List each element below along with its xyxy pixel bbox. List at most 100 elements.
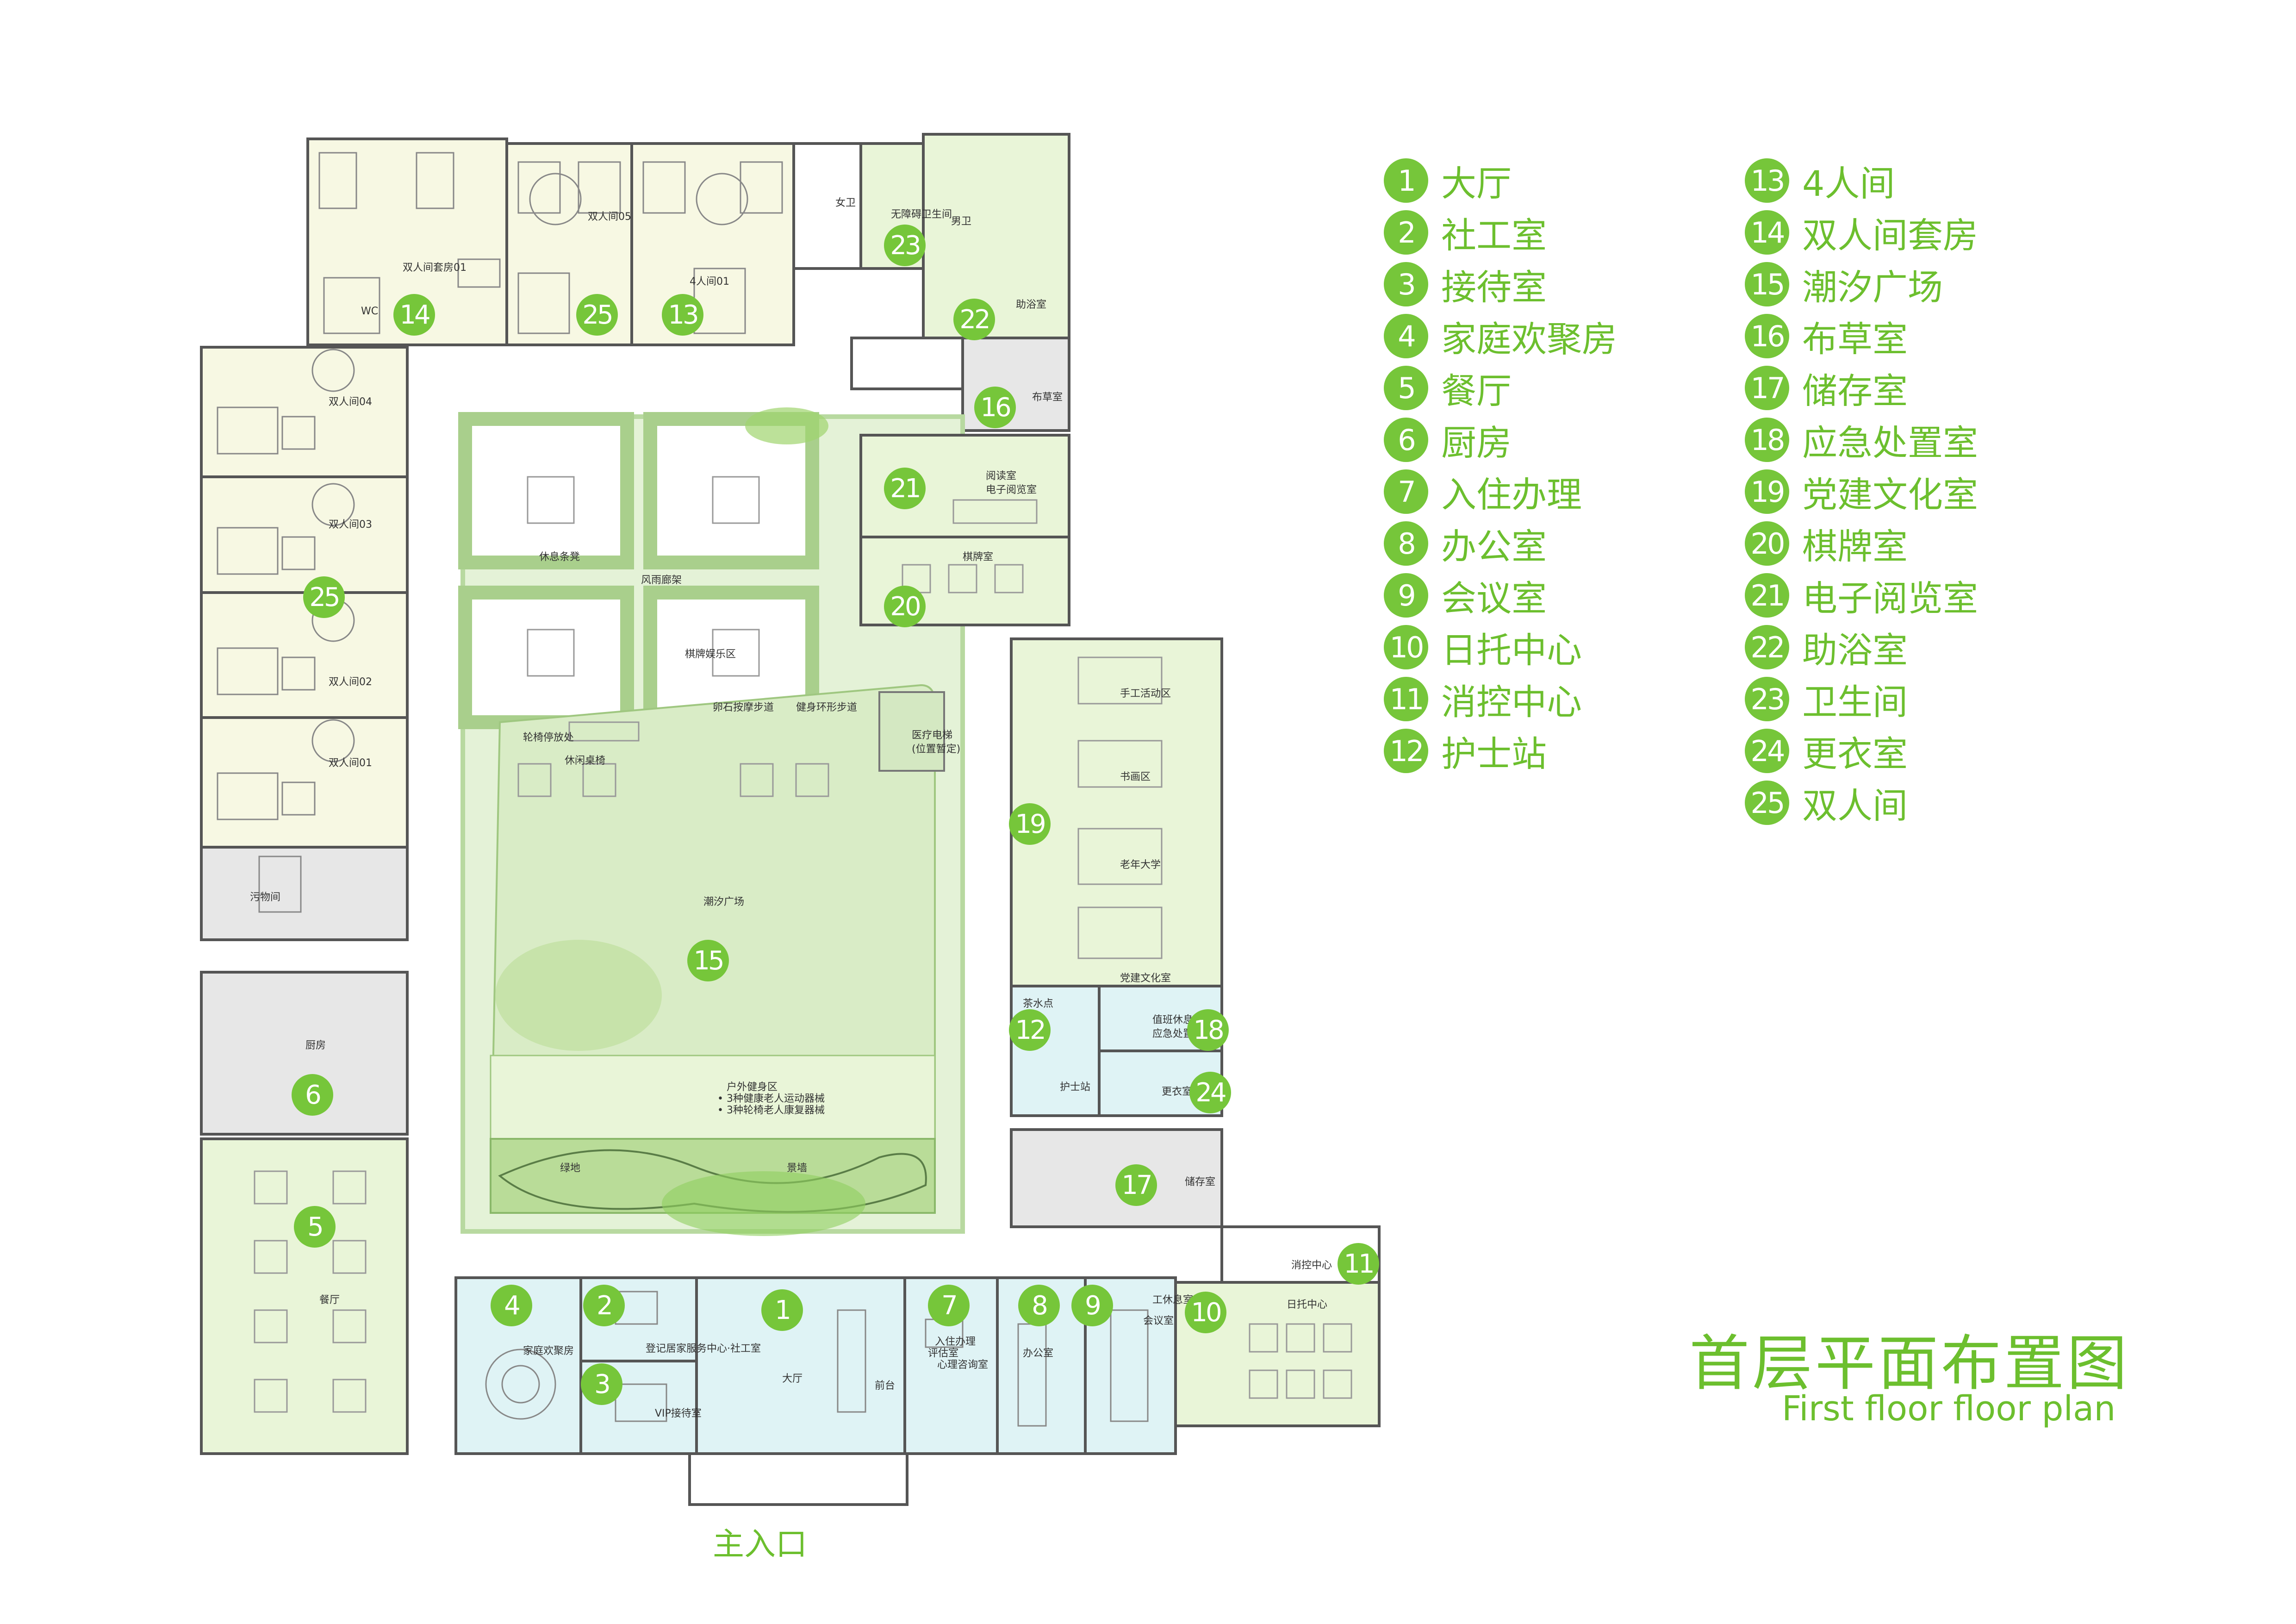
legend-number-badge: 17 — [1745, 366, 1789, 410]
legend-label: 家庭欢聚房 — [1441, 319, 1617, 360]
legend-number-badge: 15 — [1745, 262, 1789, 306]
outdoor-fitness — [490, 1055, 936, 1140]
courtyard — [458, 407, 965, 1236]
legend-label: 日托中心 — [1441, 630, 1582, 671]
room-label-hall: 大厅 — [782, 1373, 803, 1385]
legend-item: 22 助浴室 — [1745, 622, 1908, 673]
room-label-double01: 双人间01 — [329, 757, 372, 769]
tree-canopy-2 — [662, 1171, 865, 1236]
plan-marker-11: 11 — [1338, 1243, 1379, 1285]
room-label-craft: 手工活动区 — [1120, 688, 1171, 700]
room-label-reading: 阅读室 — [986, 470, 1017, 482]
room-dining — [200, 1137, 409, 1455]
legend-label: 双人间套房 — [1802, 215, 1978, 256]
legend-number-badge: 19 — [1745, 469, 1789, 514]
legend-number-badge: 9 — [1384, 573, 1428, 618]
plan-title: 首层平面布置图 — [1689, 1328, 2130, 1399]
plan-marker-23: 23 — [884, 225, 926, 266]
legend-number-badge: 8 — [1384, 521, 1428, 566]
room-label-senior_uni: 老年大学 — [1120, 859, 1161, 871]
room-label-female: 女卫 — [835, 197, 856, 209]
room-label-rest_bench: 休息条凳 — [539, 551, 580, 563]
legend-label: 入住办理 — [1441, 474, 1582, 515]
legend-number-badge: 23 — [1745, 677, 1789, 721]
plan-subtitle: First floor floor plan — [1782, 1389, 2116, 1429]
legend-label: 卫生间 — [1802, 681, 1908, 723]
legend-item: 15 潮汐广场 — [1745, 259, 1943, 310]
room-label-fit_note1: • 3种健康老人运动器械 — [717, 1093, 825, 1105]
room-label-greenland: 绿地 — [560, 1162, 581, 1174]
room-label-office: 办公室 — [1023, 1348, 1054, 1359]
plan-marker-25: 25 — [303, 576, 345, 618]
room-label-linen: 布草室 — [1032, 392, 1063, 403]
entrance-porch — [688, 1452, 908, 1506]
room-label-chess: 棋牌室 — [963, 551, 994, 563]
room-label-vip: VIP接待室 — [655, 1408, 702, 1419]
room-label-party: 党建文化室 — [1120, 973, 1171, 984]
room-label-double02: 双人间02 — [329, 676, 372, 688]
legend-number-badge: 22 — [1745, 625, 1789, 669]
courtyard-furniture — [517, 476, 829, 797]
legend-label: 大厅 — [1441, 163, 1512, 204]
legend-number-badge: 2 — [1384, 210, 1428, 255]
legend-number-badge: 13 — [1745, 158, 1789, 203]
plan-marker-13: 13 — [662, 294, 703, 336]
legend-label: 消控中心 — [1441, 681, 1582, 723]
pavilion-nw — [458, 412, 634, 569]
legend-number-badge: 3 — [1384, 262, 1428, 306]
room-label-accessible: 无障碍卫生间 — [891, 209, 952, 220]
legend-label: 更衣室 — [1802, 733, 1908, 775]
room-label-register: 登记居家服务中心·社工室 — [646, 1343, 761, 1355]
west-furniture — [217, 349, 355, 913]
room-label-calligraphy: 书画区 — [1120, 771, 1151, 783]
plan-marker-15: 15 — [687, 940, 729, 981]
room-label-counsel: 心理咨询室 — [937, 1359, 989, 1371]
room-label-wc: WC — [361, 306, 379, 317]
plan-marker-25: 25 — [576, 294, 618, 336]
walk-loop — [498, 1149, 927, 1213]
legend-item: 23 卫生间 — [1745, 674, 1908, 725]
room-label-locker: 更衣室 — [1162, 1086, 1193, 1098]
legend-label: 潮汐广场 — [1802, 267, 1943, 308]
room-label-fire: 消控中心 — [1291, 1260, 1332, 1271]
room-nurse — [1010, 985, 1101, 1117]
legend-label: 储存室 — [1802, 370, 1908, 412]
plan-marker-4: 4 — [491, 1285, 532, 1326]
room-label-water: 景墙 — [787, 1162, 808, 1174]
plan-marker-16: 16 — [974, 387, 1016, 428]
legend-item: 10 日托中心 — [1384, 622, 1582, 673]
legend-label: 助浴室 — [1802, 630, 1908, 671]
room-checkin — [903, 1276, 999, 1455]
legend-label: 双人间 — [1802, 785, 1908, 826]
room-label-daycare: 日托中心 — [1287, 1299, 1328, 1311]
north-wing — [306, 133, 1070, 432]
plan-marker-24: 24 — [1189, 1072, 1231, 1113]
room-label-tea: 茶水点 — [1023, 998, 1054, 1010]
plan-marker-3: 3 — [581, 1363, 622, 1405]
legend-number-badge: 18 — [1745, 418, 1789, 462]
tree-canopy-1 — [495, 940, 662, 1051]
west-wing — [200, 346, 409, 1455]
room-label-wheelchair: 轮椅停放处 — [523, 732, 574, 743]
plan-marker-12: 12 — [1009, 1009, 1051, 1051]
legend-label: 应急处置室 — [1802, 422, 1978, 463]
legend-number-badge: 24 — [1745, 729, 1789, 773]
south-wing — [454, 1276, 1177, 1506]
room-label-double03: 双人间03 — [329, 519, 372, 531]
legend-number-badge: 4 — [1384, 314, 1428, 358]
room-label-bath: 助浴室 — [1016, 299, 1047, 311]
room-label-assess: 评估室 — [928, 1348, 959, 1359]
plan-marker-17: 17 — [1115, 1164, 1157, 1206]
room-double-02 — [200, 591, 409, 719]
legend-number-badge: 10 — [1384, 625, 1428, 669]
legend-item: 4 家庭欢聚房 — [1384, 311, 1617, 362]
tree-canopy-3 — [745, 407, 828, 444]
